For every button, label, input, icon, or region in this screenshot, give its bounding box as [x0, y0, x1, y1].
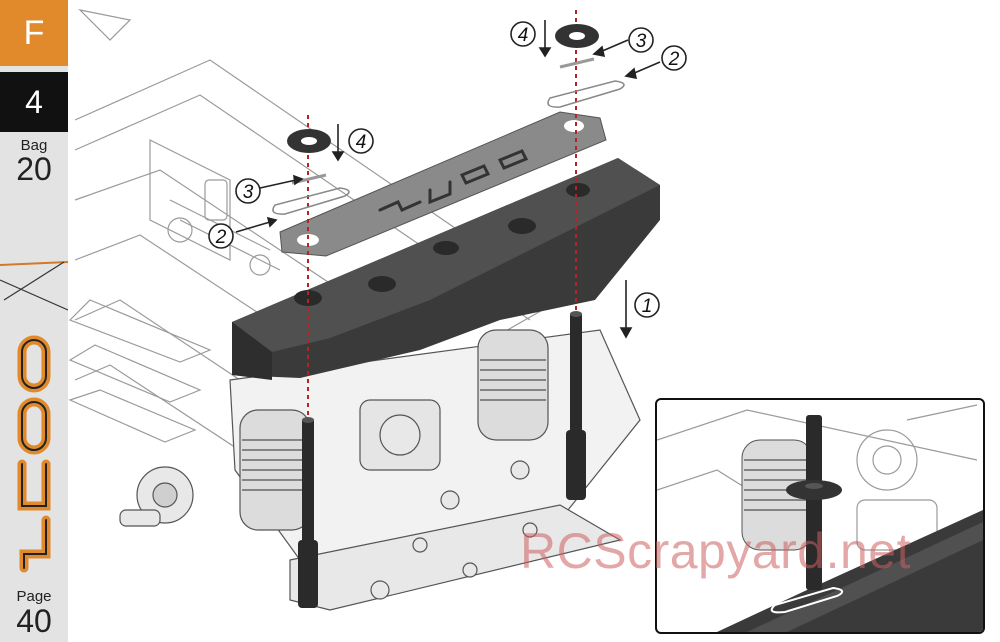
callout-circles [208, 21, 687, 318]
callout-left-nut: 4 [356, 132, 367, 153]
foam-bumper [232, 158, 660, 380]
right-body-post [566, 311, 586, 500]
bag-label: Bag [20, 137, 48, 154]
alignment-guide-lines [307, 10, 577, 420]
detail-inset [655, 398, 985, 634]
callout-right-nut: 4 [518, 25, 529, 46]
callout-right-washer: 3 [636, 31, 647, 52]
watermark-text: RCScrapyard.net [520, 523, 911, 579]
page-label: Page [16, 588, 52, 605]
arrows [235, 20, 661, 339]
left-body-post [298, 417, 318, 608]
callout-left-clip: 2 [215, 227, 227, 248]
section-badge: F [0, 0, 68, 66]
bumper-assembly-illustration: 4 3 2 4 3 2 1 [68, 9, 687, 611]
manual-sidebar: F 4 Bag 20 Page 40 [0, 0, 68, 642]
callout-posts: 1 [642, 296, 653, 317]
bag-number: 20 [16, 151, 52, 187]
callout-numbers: 4 3 2 4 3 2 1 [215, 25, 680, 317]
right-hardware-stack [547, 24, 625, 108]
page-number: 40 [16, 603, 52, 639]
inset-detail-illustration [657, 404, 983, 632]
step-badge: 4 [0, 72, 68, 132]
bumper-top-plate [279, 111, 607, 257]
s400-vertical-logo-icon [0, 261, 68, 573]
front-suspension [119, 329, 641, 611]
callout-left-washer: 3 [243, 182, 254, 203]
callout-right-clip: 2 [668, 49, 680, 70]
